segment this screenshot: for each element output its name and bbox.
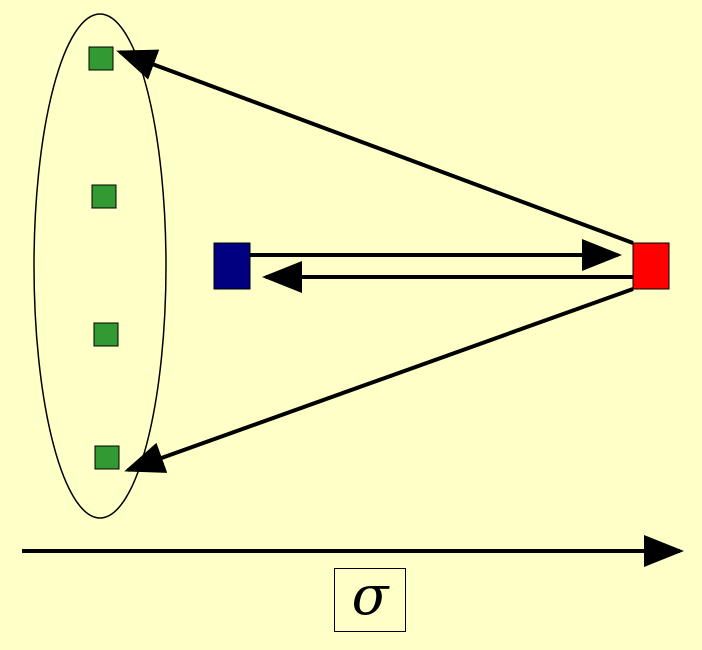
arrow-target-to-bottom-node	[124, 287, 634, 473]
ensemble-node-3	[93, 322, 119, 347]
center-node	[213, 242, 251, 290]
ensemble-ellipse	[33, 13, 167, 519]
arrow-target-to-top-node	[116, 49, 634, 245]
ensemble-node-2	[91, 184, 117, 209]
sigma-label: σ	[351, 564, 389, 627]
sigma-label-box: σ	[334, 568, 406, 632]
ensemble-node-4	[94, 445, 120, 470]
ensemble-node-1	[88, 46, 114, 71]
target-node	[632, 242, 670, 290]
